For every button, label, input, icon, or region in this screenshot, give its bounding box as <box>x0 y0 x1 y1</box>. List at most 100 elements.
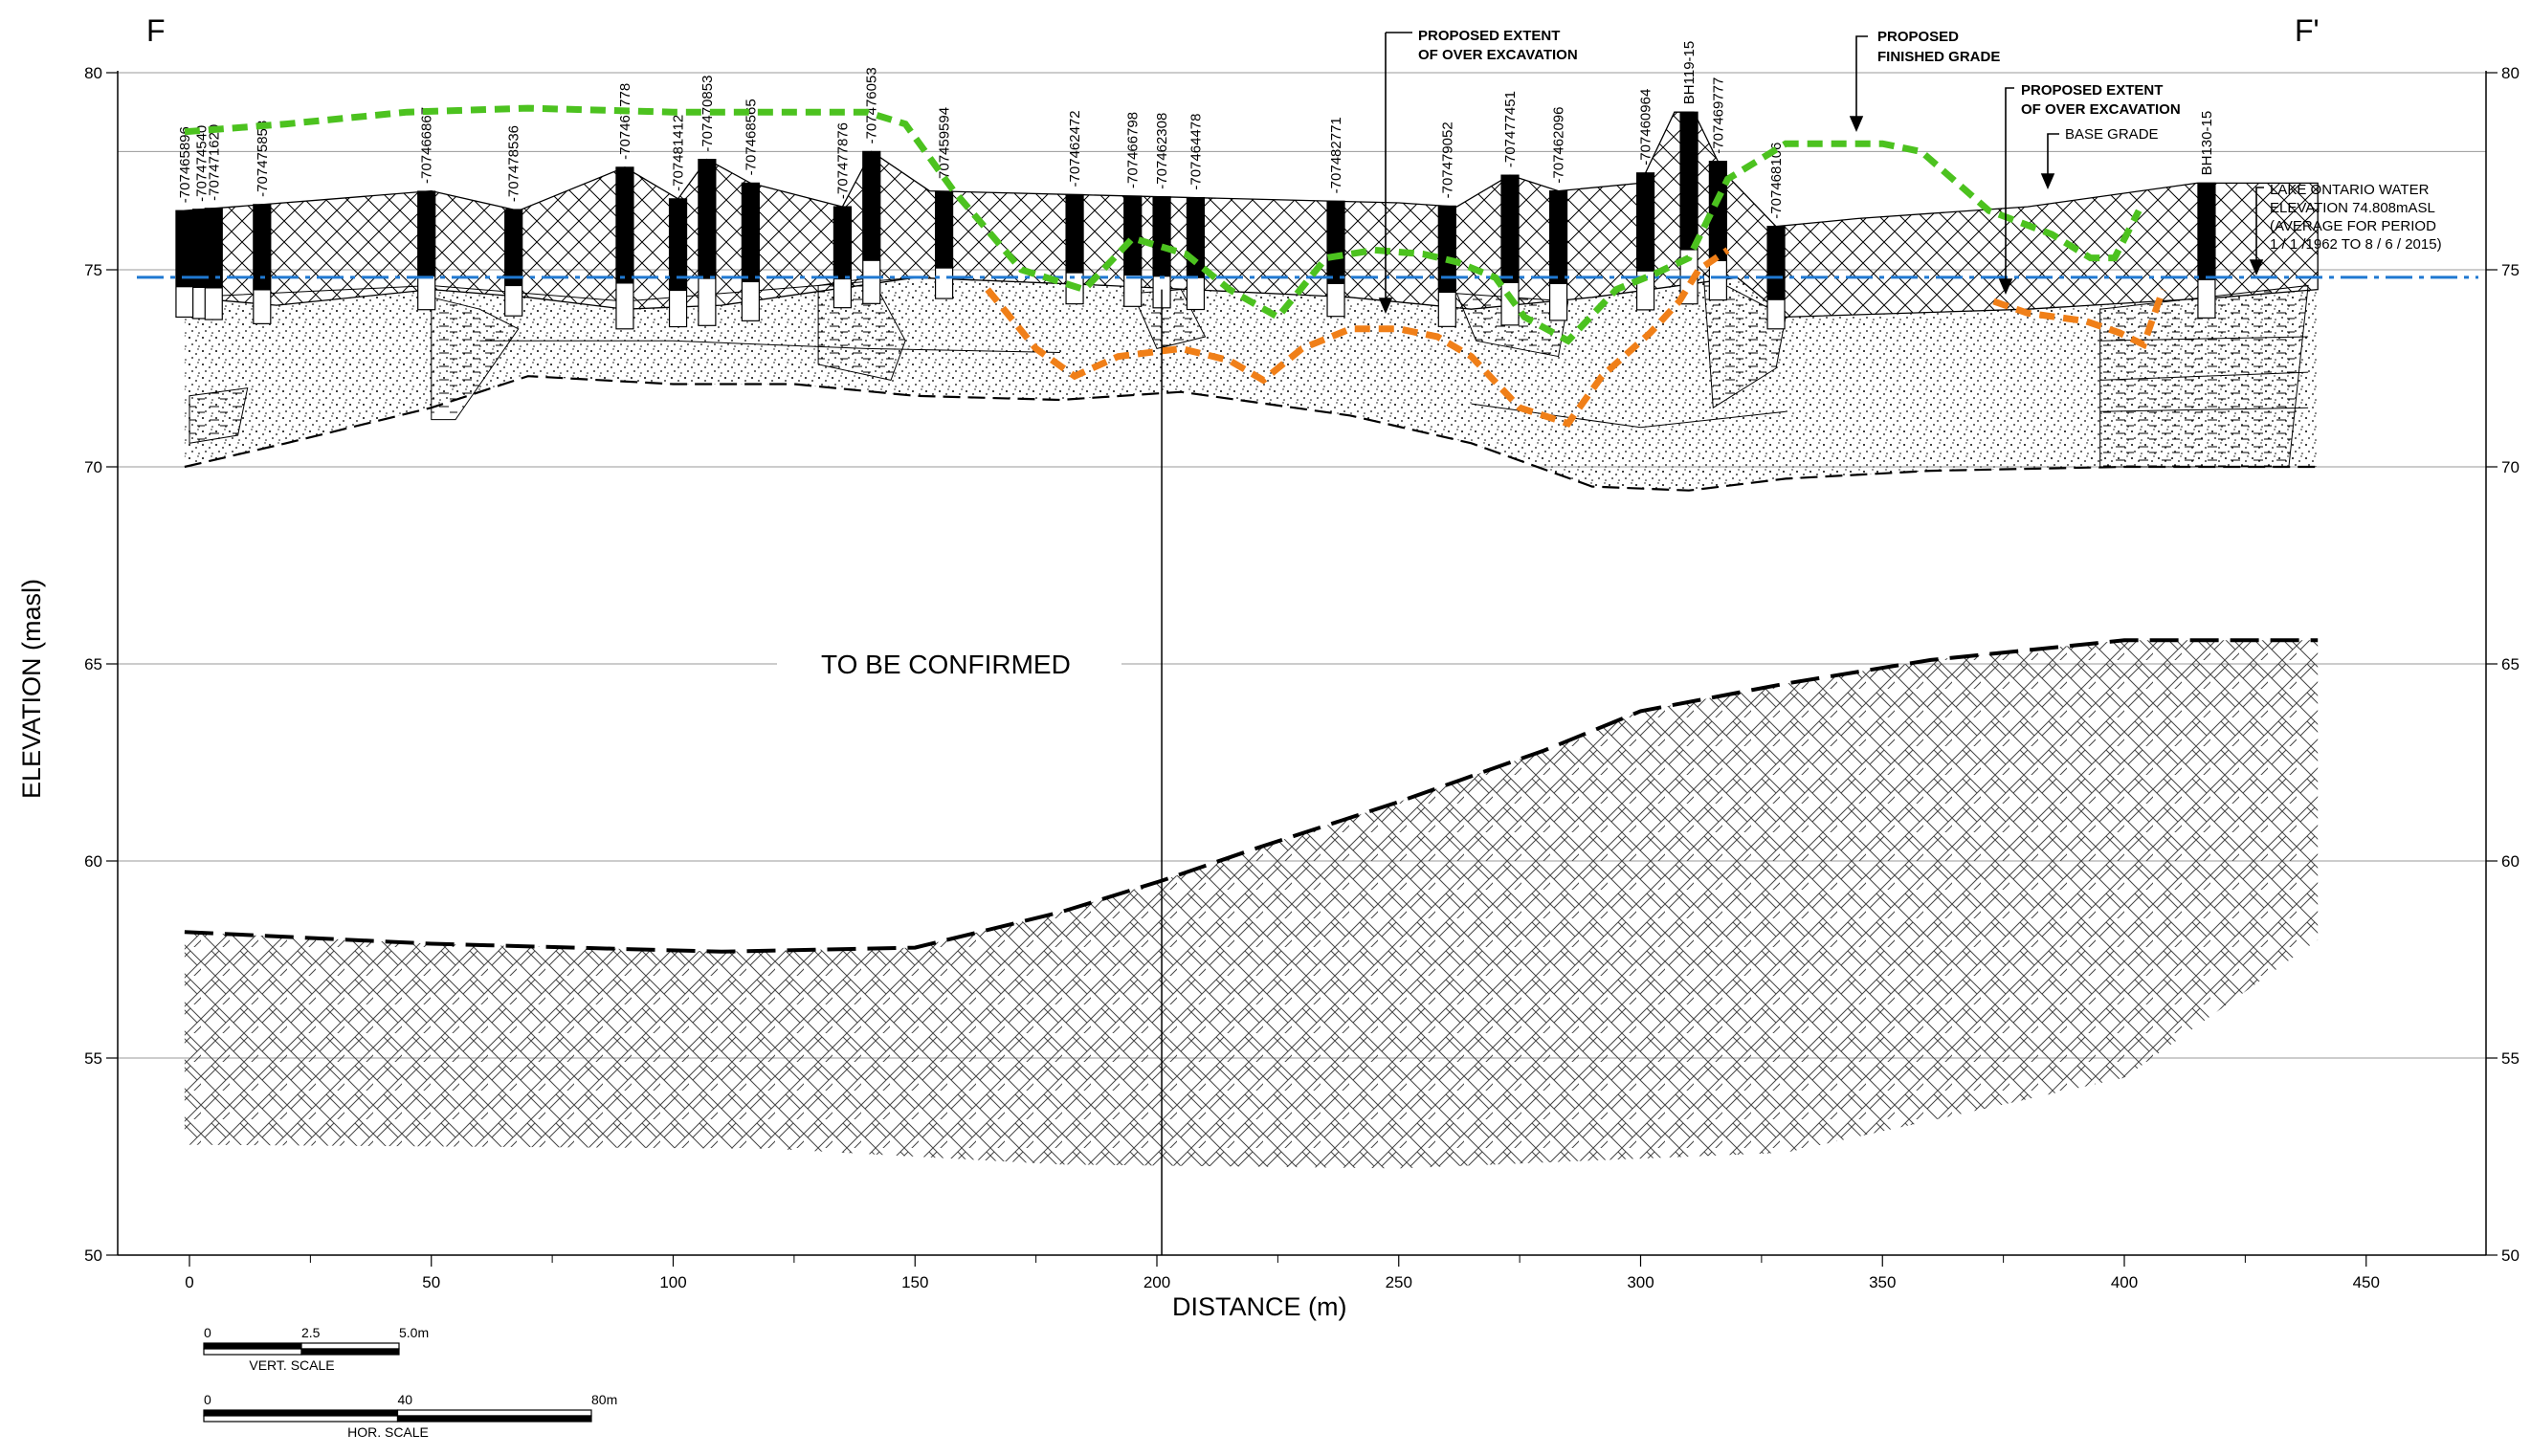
borehole-column: -707459594 <box>934 107 954 299</box>
borehole-fill-log <box>1767 226 1786 300</box>
scale-segment <box>203 1409 399 1417</box>
borehole-column: -707479052 <box>1437 121 1456 327</box>
x-tick-label: 450 <box>2353 1273 2380 1291</box>
section-marker-right: F' <box>2295 13 2320 48</box>
borehole-label: -707460964 <box>1638 89 1654 165</box>
y-tick-label-left: 65 <box>84 655 102 673</box>
borehole-fill-log <box>253 204 271 291</box>
borehole-fill-log <box>205 208 223 289</box>
sand-base-line <box>184 375 2319 492</box>
borehole-column: -707468565 <box>741 99 760 321</box>
y-tick-label-right: 60 <box>2501 852 2520 871</box>
scale-label: 5.0m <box>399 1325 429 1340</box>
borehole-fill-log <box>1153 196 1171 277</box>
borehole-label: -707462472 <box>1067 110 1083 187</box>
borehole-column: -707477876 <box>833 122 853 309</box>
borehole-label: -707474540 <box>194 125 211 202</box>
borehole-column: -707462472 <box>1065 110 1084 305</box>
borehole-column: -707466798 <box>1123 112 1143 307</box>
scale-segment <box>300 1348 400 1356</box>
borehole-column: -707466867 <box>417 107 436 311</box>
borehole-column: -707477451 <box>1500 91 1520 326</box>
silt-lens <box>189 387 249 444</box>
scale-label: 40 <box>398 1392 413 1407</box>
over-excavation-line <box>985 247 1730 428</box>
bedrock-top-line <box>184 638 2319 954</box>
x-tick-label: 150 <box>901 1273 928 1291</box>
x-tick-label: 250 <box>1386 1273 1412 1291</box>
borehole-label: -707466798 <box>1125 112 1142 188</box>
x-tick-label: 50 <box>422 1273 440 1291</box>
y-tick-label-left: 70 <box>84 458 102 476</box>
interbed-line <box>2099 407 2309 412</box>
labels-layer: F F' DISTANCE (m) ELEVATION (masl) TO BE… <box>17 13 2442 1321</box>
x-axis-title: DISTANCE (m) <box>1172 1292 1347 1321</box>
borehole-column: -707468106 <box>1766 143 1786 330</box>
borehole-column: -707482771 <box>1326 117 1345 318</box>
borehole-label: -707467778 <box>617 83 633 160</box>
borehole-fill-log <box>742 183 760 283</box>
y-axis-title: ELEVATION (masl) <box>17 579 46 799</box>
annotation-finished-grade-line1: PROPOSED <box>1877 29 1959 45</box>
borehole-fill-log <box>1327 201 1345 284</box>
scale-title: HOR. SCALE <box>347 1424 429 1440</box>
scale-title: VERT. SCALE <box>249 1357 334 1373</box>
borehole-column: -707478536 <box>504 125 523 317</box>
borehole-label: -707470853 <box>699 76 716 152</box>
borehole-fill-log <box>1123 195 1142 276</box>
scale-label: 2.5 <box>301 1325 321 1340</box>
borehole-fill-log <box>1438 206 1456 294</box>
annotation-over-excavation-1-line1: PROPOSED EXTENT <box>1418 28 1560 44</box>
borehole-label: -707482771 <box>1328 117 1344 193</box>
borehole-column: -707460964 <box>1635 89 1655 311</box>
note-mask <box>777 647 1121 685</box>
x-tick-label: 100 <box>659 1273 686 1291</box>
to-be-confirmed-note: TO BE CONFIRMED <box>821 650 1071 679</box>
annotation-over-excavation-2-line2: OF OVER EXCAVATION <box>2021 101 2181 118</box>
borehole-fill-log <box>1709 161 1727 262</box>
borehole-column: -707470853 <box>698 76 717 326</box>
interbed-line <box>479 340 1060 353</box>
borehole-label: -707479052 <box>1439 121 1455 198</box>
borehole-label: BH119-15 <box>1681 41 1698 104</box>
interbed-line <box>2099 371 2309 381</box>
x-tick-label: 0 <box>185 1273 193 1291</box>
y-tick-label-left: 75 <box>84 261 102 279</box>
borehole-label: -707478536 <box>506 125 522 202</box>
borehole-column: -707464478 <box>1186 114 1206 311</box>
borehole-label: -707477451 <box>1502 91 1519 167</box>
borehole-column: BH130-15 <box>2197 111 2216 319</box>
annotation-finished-grade-line2: FINISHED GRADE <box>1877 49 2000 65</box>
borehole-fill-log <box>862 151 880 261</box>
x-tick-label: 350 <box>1869 1273 1896 1291</box>
borehole-label: -707468565 <box>743 99 759 175</box>
strata-layer <box>184 111 2319 1169</box>
annotation-lake-level-line3: (AVERAGE FOR PERIOD <box>2270 218 2436 234</box>
borehole-column: -707475858 <box>253 121 272 324</box>
borehole-label: -707466867 <box>419 107 435 184</box>
y-tick-label-left: 60 <box>84 852 102 871</box>
x-tick-label: 300 <box>1627 1273 1654 1291</box>
borehole-label: -707464478 <box>1188 114 1204 190</box>
borehole-column: -707476053 <box>862 67 881 304</box>
borehole-fill-log <box>935 190 953 269</box>
borehole-fill-log <box>1066 194 1084 274</box>
annotation-leaders <box>1378 32 2264 315</box>
scale-segment <box>396 1415 592 1423</box>
scale-segment <box>203 1348 302 1356</box>
section-marker-left: F <box>146 13 166 48</box>
scale-segment <box>203 1342 302 1350</box>
annotation-lake-level-line2: ELEVATION 74.808mASL <box>2270 200 2435 216</box>
bedrock-unit <box>184 640 2319 1169</box>
silt-lens <box>431 297 520 421</box>
borehole-fill-log <box>2197 183 2215 280</box>
scale-segment <box>300 1342 400 1350</box>
borehole-fill-log <box>1549 190 1567 285</box>
borehole-label: BH130-15 <box>2199 111 2215 176</box>
borehole-column: BH119-15 <box>1679 41 1698 305</box>
finished-grade-line <box>184 104 2142 345</box>
borehole-column: -707467778 <box>615 83 634 330</box>
borehole-fill-log <box>669 198 687 292</box>
